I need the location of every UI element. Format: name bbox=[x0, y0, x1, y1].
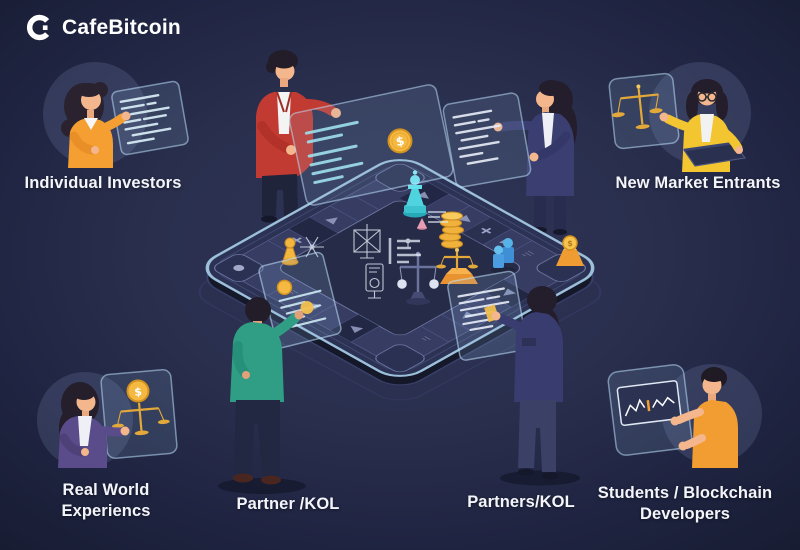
snowflake-sketch-icon bbox=[300, 236, 324, 258]
brand-name: CafeBitcoin bbox=[62, 15, 181, 39]
dollar-coin-icon: $ bbox=[387, 128, 413, 154]
glass-panel-new-market bbox=[608, 72, 680, 150]
line-chart-icon bbox=[616, 380, 682, 426]
panel-text-lines bbox=[119, 94, 172, 145]
person-individual-investor bbox=[61, 82, 131, 168]
gear-c-icon bbox=[27, 14, 50, 41]
coin-icon bbox=[276, 279, 293, 296]
tiny-person-icon bbox=[405, 238, 411, 248]
label-students-line1: Students / Blockchain bbox=[597, 484, 773, 502]
person-new-market-entrant bbox=[659, 79, 747, 172]
person-real-world bbox=[58, 382, 130, 468]
coin-stack-icon bbox=[438, 211, 465, 249]
person-student-developer bbox=[670, 367, 738, 468]
gold-touch-icon bbox=[300, 301, 314, 315]
glass-panel-right-center bbox=[442, 92, 532, 188]
mini-lines-icon bbox=[428, 211, 448, 223]
label-partner-kol: Partner /KOL bbox=[236, 495, 340, 513]
label-students-blockchain: Students / Blockchain Developers bbox=[594, 483, 776, 525]
balance-scale-icon bbox=[611, 84, 663, 130]
coin-symbol: $ bbox=[134, 385, 143, 399]
dollar-coin-icon: $ bbox=[126, 379, 150, 403]
chess-piece-icon bbox=[403, 170, 427, 218]
panel-text-lines bbox=[457, 287, 510, 332]
label-students-line2: Developers bbox=[640, 505, 730, 523]
balance-scale-icon bbox=[111, 402, 170, 436]
glasses-icon bbox=[697, 92, 717, 102]
blue-tokens-icon bbox=[491, 238, 515, 274]
coin-symbol: $ bbox=[395, 134, 406, 149]
person-partners-back bbox=[484, 286, 580, 486]
gold-balance-scale-icon bbox=[436, 248, 478, 284]
wireframe-sketches bbox=[300, 211, 448, 299]
laptop-icon bbox=[682, 141, 747, 167]
person-red-jacket bbox=[256, 50, 341, 225]
panel-text-lines bbox=[452, 109, 501, 165]
label-real-world-experiencs: Real World Experiencs bbox=[61, 481, 151, 520]
brand-logo: CafeBitcoin bbox=[26, 14, 181, 41]
person-navy-suit bbox=[493, 80, 577, 235]
board-pieces: $ bbox=[281, 170, 584, 305]
label-individual-investors: Individual Investors bbox=[24, 174, 182, 192]
glass-panel-real-world: $ bbox=[100, 369, 178, 459]
pink-cone-icon bbox=[417, 218, 427, 230]
panel-text-lines bbox=[304, 120, 364, 185]
label-new-market-entrants: New Market Entrants bbox=[615, 174, 781, 192]
trophy-coin-symbol: $ bbox=[567, 239, 573, 248]
dot-icon bbox=[233, 264, 245, 272]
document-sketch-icon bbox=[365, 263, 384, 299]
glass-panel-top-center: $ bbox=[288, 84, 454, 206]
scaffold-sketch-icon bbox=[353, 224, 381, 259]
person-partner-back bbox=[218, 297, 306, 494]
trophy-coin-icon: $ bbox=[556, 235, 584, 266]
glass-panel-students bbox=[607, 364, 693, 456]
label-partners-kol: Partners/KOL bbox=[467, 493, 575, 511]
